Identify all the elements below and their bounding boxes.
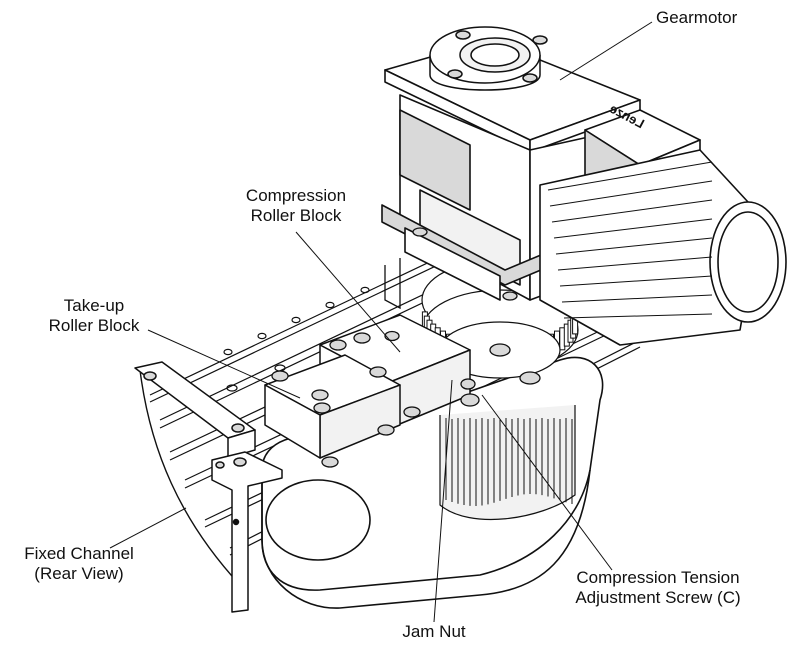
- leader-jam-nut: [433, 379, 453, 623]
- motor-fin: [553, 218, 713, 239]
- fixed-channel-outline: [139, 369, 241, 586]
- motor-fin: [547, 161, 713, 191]
- leader-lines: [109, 21, 653, 623]
- label-gearmotor: Gearmotor: [656, 8, 737, 28]
- label-take-up-roller-block-line1: Take-up: [63, 296, 125, 315]
- label-compression-roller-block-line2: Roller Block: [250, 206, 342, 225]
- label-compression-roller-block-line1: Compression: [245, 186, 347, 205]
- wire-bracket: [384, 258, 401, 310]
- motor-cooling-fins: [547, 161, 713, 319]
- label-fixed-channel-line1: Fixed Channel: [24, 544, 134, 563]
- drive-pulley: [439, 405, 576, 521]
- label-compression-roller-block: Compression Roller Block: [222, 186, 370, 226]
- label-fixed-channel: Fixed Channel (Rear View): [4, 544, 154, 584]
- block-bolts: [271, 227, 541, 468]
- motor-fin: [551, 199, 713, 223]
- leader-take-up-roller-block: [147, 329, 301, 399]
- leader-fixed-channel: [109, 507, 187, 549]
- motor-fin: [563, 313, 713, 319]
- label-take-up-roller-block: Take-up Roller Block: [30, 296, 158, 336]
- motor-fin: [559, 275, 713, 287]
- label-gearmotor-text: Gearmotor: [656, 8, 738, 27]
- motor-fin: [549, 180, 713, 207]
- label-jam-nut-text: Jam Nut: [402, 622, 466, 641]
- leader-compression-tension-screw: [481, 394, 613, 571]
- label-compression-tension-screw-line1: Compression Tension: [576, 568, 740, 587]
- leader-compression-roller-block: [295, 231, 401, 353]
- take-up-roller-block-part: [264, 354, 401, 459]
- motor-fin: [561, 294, 713, 303]
- gearbox-top-flange: [429, 26, 548, 91]
- motor-fin: [557, 256, 713, 271]
- fixed-channel-bracket: [134, 361, 283, 613]
- label-compression-tension-screw: Compression Tension Adjustment Screw (C): [548, 568, 768, 608]
- motor-fin: [555, 237, 713, 255]
- leader-gearmotor: [559, 21, 653, 81]
- label-take-up-roller-block-line2: Roller Block: [48, 316, 140, 335]
- label-fixed-channel-line2: (Rear View): [34, 564, 124, 583]
- label-jam-nut: Jam Nut: [384, 622, 484, 642]
- label-compression-tension-screw-line2: Adjustment Screw (C): [575, 588, 741, 607]
